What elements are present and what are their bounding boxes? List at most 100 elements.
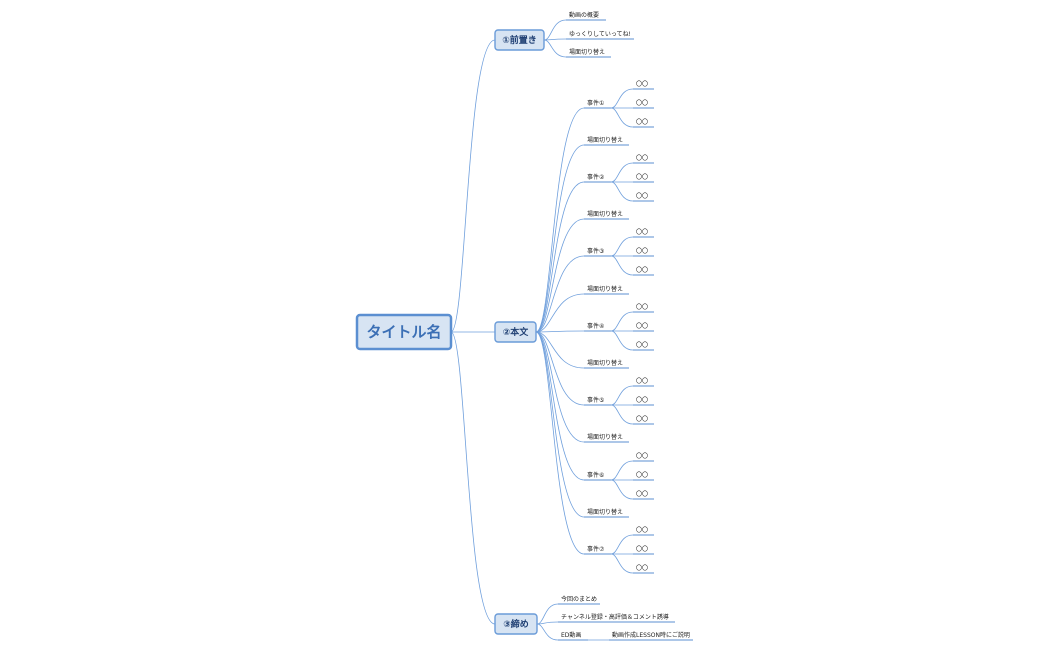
root-label: タイトル名 — [366, 323, 441, 341]
connector-line — [535, 107, 585, 333]
event-item-label: 事件③ — [587, 247, 604, 255]
event-detail-item-label: 〇〇 — [636, 527, 648, 534]
closing-item-label: ED動画 — [561, 631, 581, 639]
event-detail-item[interactable]: 〇〇 — [633, 527, 654, 536]
connector-line — [610, 162, 634, 183]
connector-line — [535, 331, 585, 518]
intro-item[interactable]: 場面切り替え — [566, 48, 611, 58]
scene-switch-item-label: 場面切り替え — [587, 359, 623, 367]
event-detail-item-label: 〇〇 — [636, 155, 648, 162]
closing-item-label: 今回のまとめ — [561, 595, 597, 603]
event-detail-item[interactable]: 〇〇 — [633, 378, 654, 387]
event-detail-item[interactable]: 〇〇 — [633, 248, 654, 257]
connector-line — [610, 479, 634, 500]
branch-node-body[interactable]: ②本文 — [494, 321, 537, 343]
scene-switch-item-label: 場面切り替え — [587, 285, 623, 293]
scene-switch-item[interactable]: 場面切り替え — [584, 210, 629, 220]
event-detail-item[interactable]: 〇〇 — [633, 81, 654, 90]
event-detail-item-label: 〇〇 — [636, 472, 648, 479]
event-detail-item-label: 〇〇 — [636, 193, 648, 200]
intro-item[interactable]: 動画の概要 — [566, 11, 606, 21]
branch-node-intro[interactable]: ①前置き — [494, 29, 545, 51]
event-item[interactable]: 事件⑥ — [584, 471, 611, 481]
intro-item-label: ゆっくりしていってね! — [569, 31, 631, 38]
connectors — [450, 19, 634, 641]
connector-line — [610, 255, 634, 276]
connector-line — [610, 181, 634, 202]
event-detail-item-label: 〇〇 — [636, 174, 648, 181]
scene-switch-item[interactable]: 場面切り替え — [584, 285, 629, 295]
event-detail-item[interactable]: 〇〇 — [633, 174, 654, 183]
event-detail-item[interactable]: 〇〇 — [633, 491, 654, 500]
connector-line — [535, 331, 585, 443]
connector-line — [535, 331, 585, 481]
event-detail-item[interactable]: 〇〇 — [633, 472, 654, 481]
branch-node-closing[interactable]: ③締め — [494, 613, 538, 635]
connector-line — [535, 181, 585, 333]
scene-switch-item-label: 場面切り替え — [587, 136, 623, 144]
event-detail-item[interactable]: 〇〇 — [633, 100, 654, 109]
event-item[interactable]: 事件② — [584, 173, 611, 183]
event-detail-item-label: 〇〇 — [636, 416, 648, 423]
connector-line — [535, 293, 585, 333]
event-detail-item[interactable]: 〇〇 — [633, 155, 654, 164]
connector-line — [536, 623, 559, 641]
intro-item-label: 動画の概要 — [569, 11, 599, 19]
ed-detail-item-label: 動画作成LESSON時にご説明 — [612, 631, 690, 639]
connector-line — [610, 553, 634, 574]
connector-line — [535, 331, 585, 406]
event-detail-item[interactable]: 〇〇 — [633, 119, 654, 128]
event-detail-item[interactable]: 〇〇 — [633, 229, 654, 238]
scene-switch-item-label: 場面切り替え — [587, 508, 623, 516]
event-detail-item-label: 〇〇 — [636, 397, 648, 404]
scene-switch-item[interactable]: 場面切り替え — [584, 136, 629, 146]
event-detail-item[interactable]: 〇〇 — [633, 267, 654, 276]
connector-line — [536, 621, 559, 625]
connector-line — [610, 404, 634, 425]
connector-line — [535, 331, 585, 555]
event-detail-item-label: 〇〇 — [636, 81, 648, 88]
scene-switch-item[interactable]: 場面切り替え — [584, 359, 629, 369]
scene-switch-item[interactable]: 場面切り替え — [584, 433, 629, 443]
event-item[interactable]: 事件① — [584, 99, 611, 109]
event-detail-item[interactable]: 〇〇 — [633, 453, 654, 462]
closing-item[interactable]: ED動画 — [558, 631, 588, 641]
connector-line — [535, 330, 585, 333]
connector-line — [610, 330, 634, 351]
event-detail-item[interactable]: 〇〇 — [633, 342, 654, 351]
event-detail-item-label: 〇〇 — [636, 323, 648, 330]
event-detail-item-label: 〇〇 — [636, 248, 648, 255]
event-detail-item[interactable]: 〇〇 — [633, 546, 654, 555]
branch-label-intro: ①前置き — [502, 34, 537, 46]
closing-item-label: チャンネル登録・高評価＆コメント誘導 — [561, 613, 669, 621]
event-detail-item[interactable]: 〇〇 — [633, 193, 654, 202]
event-item[interactable]: 事件⑦ — [584, 545, 611, 555]
connector-line — [610, 534, 634, 555]
event-detail-item-label: 〇〇 — [636, 378, 648, 385]
event-detail-item[interactable]: 〇〇 — [633, 397, 654, 406]
root-node[interactable]: タイトル名 — [355, 313, 453, 351]
event-detail-item[interactable]: 〇〇 — [633, 323, 654, 332]
event-item[interactable]: 事件⑤ — [584, 396, 611, 406]
event-detail-item-label: 〇〇 — [636, 565, 648, 572]
event-item[interactable]: 事件③ — [584, 247, 611, 257]
event-detail-item[interactable]: 〇〇 — [633, 565, 654, 574]
event-detail-item[interactable]: 〇〇 — [633, 304, 654, 313]
event-item[interactable]: 事件④ — [584, 322, 611, 332]
intro-item[interactable]: ゆっくりしていってね! — [566, 31, 634, 40]
scene-switch-item[interactable]: 場面切り替え — [584, 508, 629, 518]
connector-line — [610, 236, 634, 257]
ed-detail-item[interactable]: 動画作成LESSON時にご説明 — [609, 631, 693, 641]
intro-item-label: 場面切り替え — [569, 48, 605, 56]
closing-item[interactable]: 今回のまとめ — [558, 595, 600, 605]
event-detail-item-label: 〇〇 — [636, 267, 648, 274]
connector-line — [610, 107, 634, 128]
leaf-nodes: 動画の概要ゆっくりしていってね!場面切り替え事件①〇〇〇〇〇〇場面切り替え事件②… — [558, 11, 693, 641]
event-detail-item[interactable]: 〇〇 — [633, 416, 654, 425]
event-detail-item-label: 〇〇 — [636, 342, 648, 349]
closing-item[interactable]: チャンネル登録・高評価＆コメント誘導 — [558, 613, 675, 623]
connector-line — [610, 311, 634, 332]
connector-line — [543, 19, 567, 41]
event-detail-item-label: 〇〇 — [636, 546, 648, 553]
